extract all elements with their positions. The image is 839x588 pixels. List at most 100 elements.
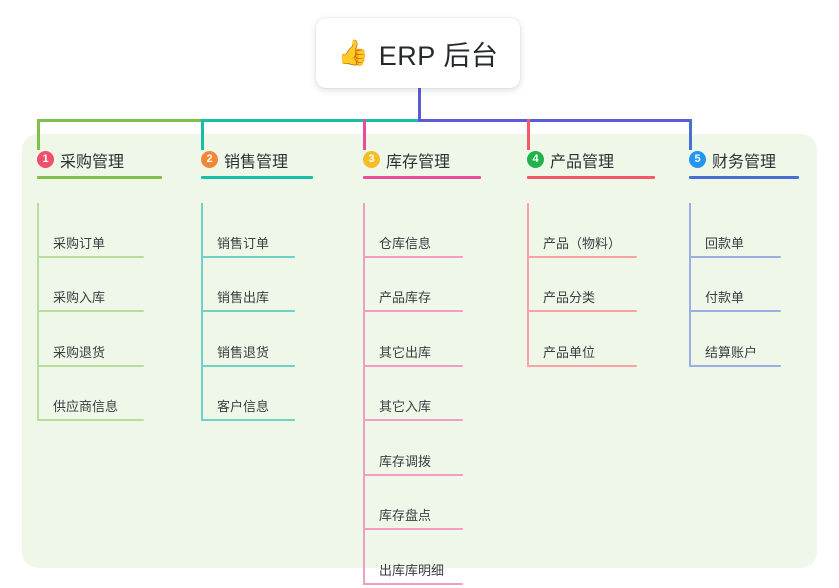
root-stem-wire (418, 88, 421, 122)
root-node-content: 👍 ERP 后台 (338, 34, 499, 73)
branch-item[interactable]: 供应商信息 (37, 367, 144, 421)
branch-item[interactable]: 出库库明细 (363, 530, 463, 585)
thumbs-up-icon: 👍 (337, 38, 369, 67)
branch-item-label: 结算账户 (705, 344, 758, 360)
branches-panel (22, 134, 817, 568)
bus-segment-purple (418, 119, 692, 122)
branch-header-5[interactable]: 5 财务管理 (669, 148, 776, 172)
branch-item[interactable]: 结算账户 (689, 312, 781, 367)
branch-rule-1 (37, 176, 162, 179)
branch-item-label: 销售退货 (217, 344, 270, 360)
branch-item-rule (363, 310, 463, 312)
branch-item-label: 付款单 (705, 290, 745, 305)
branch-item-rule (37, 364, 144, 367)
branch-item-rule (363, 582, 463, 585)
branch-item-label: 库存盘点 (379, 508, 432, 523)
branch-item-label: 其它入库 (379, 399, 432, 414)
branch-item-rule (689, 255, 781, 258)
branch-item-rule (527, 255, 637, 258)
branch-title-1: 采购管理 (60, 154, 125, 171)
branch-drop-wire-5 (689, 119, 692, 150)
branch-item-rule (363, 473, 463, 476)
branch-item-label: 产品分类 (543, 290, 596, 305)
branch-item-rule (201, 255, 295, 258)
branch-title-5: 财务管理 (712, 154, 777, 171)
branch-item[interactable]: 回款单 (689, 203, 781, 258)
branch-item-label: 产品库存 (379, 290, 432, 305)
branch-item[interactable]: 其它入库 (363, 367, 463, 421)
branch-item-label: 库存调拨 (379, 453, 432, 469)
branch-item-rule (37, 419, 144, 421)
branch-item[interactable]: 产品库存 (363, 258, 463, 312)
branch-drop-wire-1 (37, 119, 40, 150)
branch-column-1[interactable]: 1 采购管理采购订单采购入库采购退货供应商信息 (17, 148, 162, 421)
branch-item[interactable]: 库存盘点 (363, 476, 463, 530)
branch-rule-2 (201, 176, 313, 179)
branch-item-label: 供应商信息 (53, 399, 119, 414)
branch-item-label: 产品单位 (543, 344, 596, 360)
branch-header-4[interactable]: 4 产品管理 (507, 148, 614, 172)
branch-item[interactable]: 其它出库 (363, 312, 463, 367)
branch-item[interactable]: 库存调拨 (363, 421, 463, 476)
branch-rule-4 (527, 176, 655, 179)
branch-item-rule (201, 310, 295, 312)
branch-column-3[interactable]: 3 库存管理仓库信息产品库存其它出库其它入库库存调拨库存盘点出库库明细 (343, 148, 481, 585)
branch-column-5[interactable]: 5 财务管理回款单付款单结算账户 (669, 148, 799, 367)
branch-item[interactable]: 产品分类 (527, 258, 637, 312)
branch-item[interactable]: 销售出库 (201, 258, 295, 312)
branch-item-label: 销售出库 (217, 290, 270, 305)
branch-item-label: 其它出库 (379, 344, 432, 360)
branch-title-4: 产品管理 (550, 154, 615, 171)
branch-rule-5 (689, 176, 799, 179)
branch-item-rule (201, 419, 295, 421)
branch-item[interactable]: 仓库信息 (363, 203, 463, 258)
branch-header-3[interactable]: 3 库存管理 (343, 148, 450, 172)
branch-item-rule (527, 364, 637, 367)
branch-spine-2 (201, 203, 203, 421)
branch-item-rule (37, 255, 144, 258)
branch-item-label: 回款单 (705, 235, 745, 251)
branch-item-rule (363, 419, 463, 421)
branch-item-label: 采购订单 (53, 235, 106, 251)
branch-spine-3 (363, 203, 365, 585)
branch-item[interactable]: 产品（物料） (527, 203, 637, 258)
branch-item[interactable]: 销售退货 (201, 312, 295, 367)
branch-item[interactable]: 采购入库 (37, 258, 144, 312)
branch-column-4[interactable]: 4 产品管理产品（物料） 产品分类产品单位 (507, 148, 655, 367)
bus-segment-green (37, 119, 203, 122)
branch-item-rule (363, 528, 463, 530)
branch-item-rule (363, 364, 463, 367)
branch-item-rule (689, 364, 781, 367)
branch-item-rule (527, 310, 637, 312)
branch-item-rule (689, 310, 781, 312)
branch-badge-1: 1 (37, 151, 54, 168)
branch-spine-1 (37, 203, 39, 421)
branch-drop-wire-3 (363, 119, 366, 150)
branch-badge-5: 5 (689, 151, 706, 168)
bus-segment-teal (201, 119, 420, 122)
branch-item-label: 仓库信息 (379, 235, 432, 251)
branch-item[interactable]: 产品单位 (527, 312, 637, 367)
branch-item[interactable]: 付款单 (689, 258, 781, 312)
branch-item-rule (363, 255, 463, 258)
root-node-title: ERP 后台 (378, 40, 499, 71)
branch-item-label: 客户信息 (217, 399, 270, 414)
branch-spine-5 (689, 203, 691, 367)
branch-title-3: 库存管理 (386, 154, 451, 171)
branch-item-label: 出库库明细 (379, 562, 445, 578)
branch-header-1[interactable]: 1 采购管理 (17, 148, 124, 172)
branch-item-label: 采购退货 (53, 344, 106, 360)
branch-item[interactable]: 销售订单 (201, 203, 295, 258)
branch-item-rule (201, 364, 295, 367)
branch-title-2: 销售管理 (224, 154, 289, 171)
branch-item[interactable]: 采购退货 (37, 312, 144, 367)
branch-drop-wire-4 (527, 119, 530, 150)
branch-badge-3: 3 (363, 151, 380, 168)
branch-item[interactable]: 采购订单 (37, 203, 144, 258)
branch-item[interactable]: 客户信息 (201, 367, 295, 421)
root-node-erp[interactable]: 👍 ERP 后台 (316, 18, 520, 88)
branch-badge-4: 4 (527, 151, 544, 168)
